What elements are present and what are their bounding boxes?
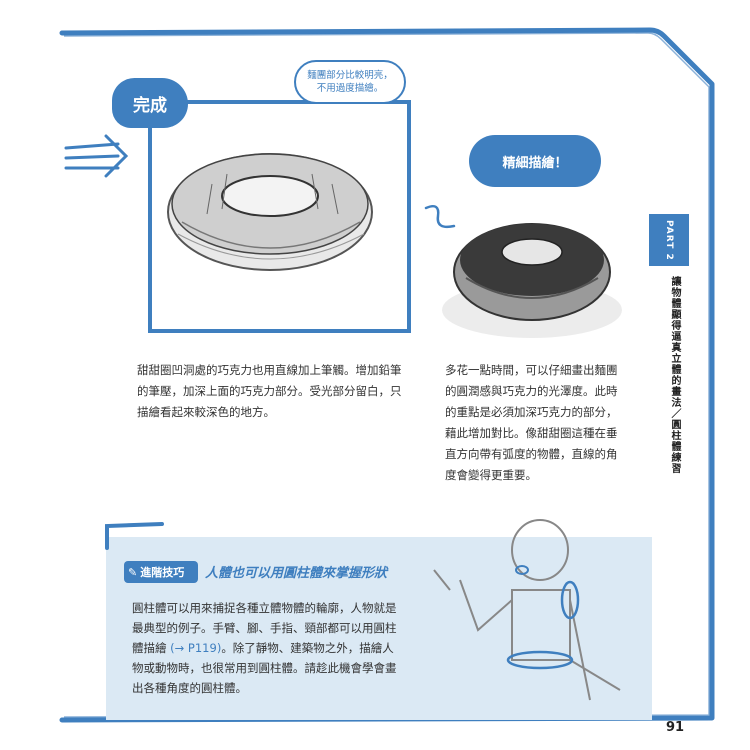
mannequin-sketch (433, 519, 621, 701)
page-reference-link[interactable]: (→ P119) (170, 641, 222, 655)
tip-body: 圓柱體可以用來捕捉各種立體物體的輪廓，人物就是 最典型的例子。手臂、腳、手指、頸… (132, 601, 397, 695)
note-bubble: 麵團部分比較明亮，不用過度描繪。 (294, 60, 406, 104)
left-paragraph: 甜甜圈凹洞處的巧克力也用直線加上筆觸。增加鉛筆 的筆壓，加深上面的巧克力部分。受… (137, 363, 402, 419)
tip-label: ✎ 進階技巧 (124, 561, 198, 583)
tip-title: 人體也可以用圓柱體來掌握形狀 (205, 566, 388, 581)
donut-sketch-left (167, 153, 373, 271)
tip-box-corner (105, 522, 164, 550)
arrow-icon (64, 134, 129, 178)
donut-sketch-right (442, 223, 622, 338)
pencil-icon: ✎ (128, 565, 138, 579)
chapter-title-vertical: 讓物體顯得逼真立體的畫法／圓柱體練習 (669, 276, 680, 474)
donut-frame (148, 100, 411, 333)
part-tab: PART 2 (649, 214, 689, 266)
completion-badge: 完成 (112, 78, 188, 128)
right-paragraph: 多花一點時間，可以仔細畫出麵團 的圓潤感與巧克力的光澤度。此時 的重點是必須加深… (445, 363, 618, 482)
squiggle-icon (424, 205, 456, 229)
detail-bubble: 精細描繪！ (469, 135, 601, 187)
page-number: 91 (666, 720, 685, 735)
